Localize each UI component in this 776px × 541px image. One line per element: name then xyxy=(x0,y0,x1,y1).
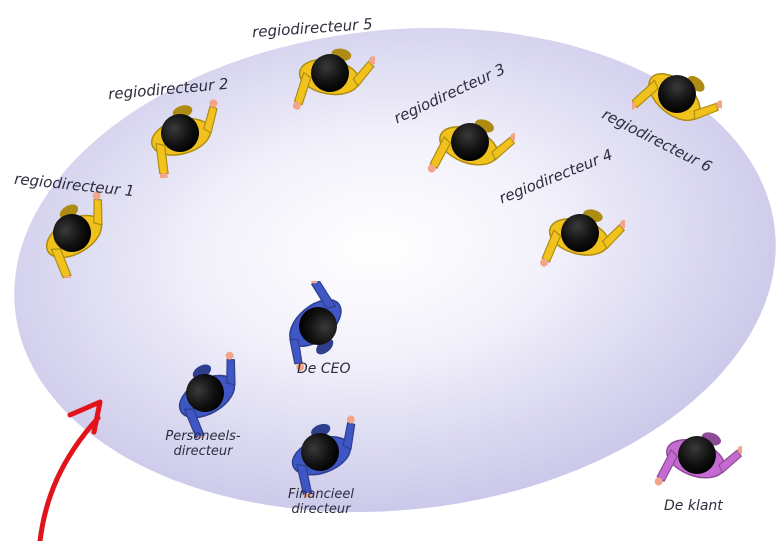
person-regiodirecteur-4 xyxy=(535,188,625,278)
person-financieel-directeur xyxy=(275,407,365,497)
red-arrow xyxy=(40,418,98,541)
label-personeelsdirecteur-line1: Personeels- xyxy=(148,430,258,445)
person-de-klant xyxy=(652,410,742,500)
person-figure xyxy=(285,28,375,118)
label-de-klant: De klant xyxy=(664,499,723,513)
person-regiodirecteur-5 xyxy=(285,28,375,118)
label-financieel-directeur: Financieel directeur xyxy=(266,488,376,518)
person-personeelsdirecteur xyxy=(160,348,250,438)
label-personeelsdirecteur: Personeels- directeur xyxy=(148,430,258,460)
person-regiodirecteur-3 xyxy=(425,97,515,187)
person-figure xyxy=(535,188,625,278)
label-financieel-directeur-line2: directeur xyxy=(266,503,376,518)
person-figure xyxy=(273,281,363,371)
arm-left xyxy=(294,72,311,106)
person-figure xyxy=(275,407,365,497)
person-figure xyxy=(135,88,225,178)
label-ceo: De CEO xyxy=(297,362,350,376)
person-figure xyxy=(160,348,250,438)
person-figure xyxy=(652,410,742,500)
person-ceo xyxy=(273,281,363,371)
label-financieel-directeur-line1: Financieel xyxy=(266,488,376,503)
person-regiodirecteur-2 xyxy=(135,88,225,178)
person-figure xyxy=(27,188,117,278)
person-figure xyxy=(425,97,515,187)
label-personeelsdirecteur-line2: directeur xyxy=(148,445,258,460)
person-regiodirecteur-1 xyxy=(27,188,117,278)
